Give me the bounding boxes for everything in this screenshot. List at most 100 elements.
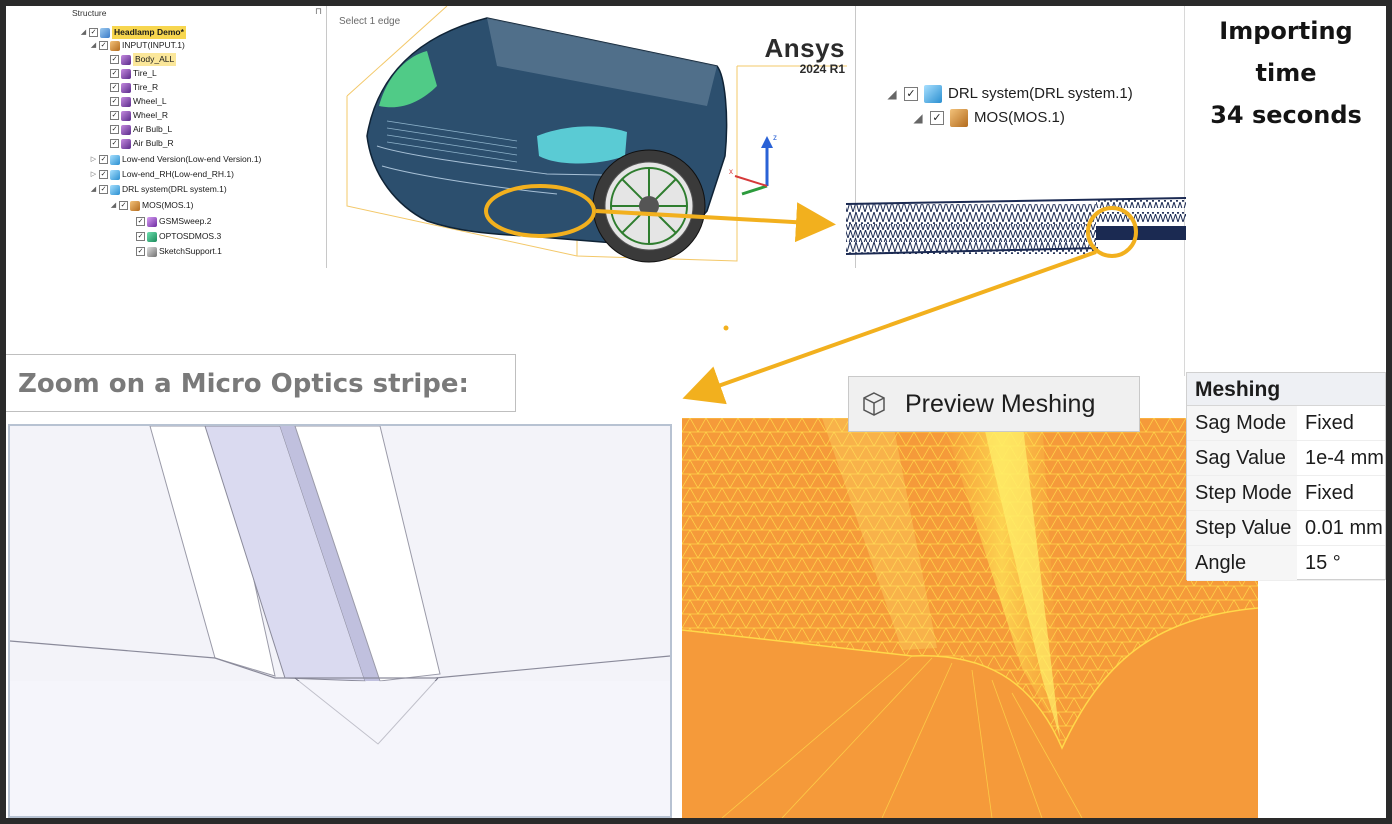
expand-icon[interactable]: ◢ [887, 87, 897, 101]
tree-item-label: Body_ALL [133, 53, 177, 66]
system-icon [110, 184, 120, 195]
system-icon [110, 154, 120, 165]
tree-item-label: MOS(MOS.1) [974, 109, 1065, 126]
mesh-preview-view[interactable] [682, 418, 1258, 818]
tree-item-label: INPUT(INPUT.1) [122, 40, 185, 50]
checkbox[interactable]: ✓ [99, 41, 108, 50]
tree-item-air-bulb-l[interactable]: ✓ Air Bulb_L [110, 123, 172, 136]
property-row-sag-value[interactable]: Sag Value 1e-4 mm [1187, 441, 1385, 476]
expand-icon[interactable]: ◢ [80, 29, 87, 36]
checkbox[interactable]: ✓ [110, 83, 119, 92]
preview-meshing-button[interactable]: Preview Meshing [848, 376, 1140, 432]
checkbox[interactable]: ✓ [136, 217, 145, 226]
checkbox[interactable]: ✓ [110, 139, 119, 148]
checkbox[interactable]: ✓ [119, 201, 128, 210]
tree-item-label: MOS(MOS.1) [142, 200, 194, 210]
axis-z-label: z [773, 133, 777, 142]
property-value[interactable]: 1e-4 mm [1305, 447, 1384, 469]
checkbox[interactable]: ✓ [110, 97, 119, 106]
property-value[interactable]: Fixed [1305, 412, 1354, 434]
expand-icon[interactable]: ▷ [90, 171, 97, 178]
tree-item-headlamp[interactable]: ◢ ✓ Headlamp Demo* [80, 26, 186, 39]
micro-optics-zoom-view[interactable] [8, 424, 672, 818]
expand-icon[interactable]: ◢ [90, 42, 97, 49]
checkbox[interactable]: ✓ [904, 87, 918, 101]
mesh-wireframe [682, 418, 1258, 818]
tree-item-label: Tire_R [133, 82, 159, 92]
headlamp-left [379, 51, 437, 108]
tree-item-label: Air Bulb_L [133, 124, 173, 134]
property-value[interactable]: Fixed [1305, 482, 1354, 504]
property-row-step-value[interactable]: Step Value 0.01 mm [1187, 511, 1385, 546]
expand-icon[interactable]: ▷ [90, 156, 97, 163]
checkbox[interactable]: ✓ [136, 232, 145, 241]
system-icon [110, 169, 120, 180]
tree-item-optosdmos[interactable]: ✓ OPTOSDMOS.3 [136, 230, 221, 243]
micro-optics-stripe-drawing [10, 426, 670, 816]
tree-item-label: Low-end Version(Low-end Version.1) [122, 154, 262, 164]
tree-item-tire-l[interactable]: ✓ Tire_L [110, 67, 157, 80]
tree-item-wheel-r[interactable]: ✓ Wheel_R [110, 109, 168, 122]
system-icon [924, 85, 942, 103]
property-key: Angle [1187, 546, 1297, 580]
checkbox[interactable]: ✓ [99, 185, 108, 194]
optical-icon [147, 231, 157, 242]
tree-item-gsmsweep[interactable]: ✓ GSMSweep.2 [136, 215, 211, 228]
tree-item-drl-system[interactable]: ◢ ✓ DRL system(DRL system.1) [886, 82, 1133, 106]
property-key: Sag Value [1187, 441, 1297, 475]
checkbox[interactable]: ✓ [99, 155, 108, 164]
tree-item-label: DRL system(DRL system.1) [122, 184, 227, 194]
checkbox[interactable]: ✓ [110, 111, 119, 120]
structure-tree-panel: Structure ⊓ ◢ ✓ Headlamp Demo* ◢ ✓ INPUT… [66, 6, 324, 268]
logo-name: Ansys [764, 33, 845, 63]
checkbox[interactable]: ✓ [930, 111, 944, 125]
expand-icon[interactable]: ◢ [913, 111, 923, 125]
3d-viewport[interactable]: Select 1 edge [326, 6, 856, 268]
tree-item-label: Wheel_L [133, 96, 167, 106]
pin-icon[interactable]: ⊓ [314, 6, 322, 16]
axis-triad: z x [729, 133, 777, 196]
expand-icon[interactable]: ◢ [110, 202, 117, 209]
tree-item-input[interactable]: ◢ ✓ INPUT(INPUT.1) [90, 39, 185, 52]
body-icon [121, 68, 131, 79]
tree-item-tire-r[interactable]: ✓ Tire_R [110, 81, 158, 94]
tree-item-low-end-rh[interactable]: ▷ ✓ Low-end_RH(Low-end_RH.1) [90, 168, 234, 181]
headlamp-right [537, 126, 627, 164]
checkbox[interactable]: ✓ [89, 28, 98, 37]
tree-item-drl-system[interactable]: ◢ ✓ DRL system(DRL system.1) [90, 183, 227, 196]
checkbox[interactable]: ✓ [136, 247, 145, 256]
logo-version: 2024 R1 [799, 62, 845, 76]
body-icon [121, 110, 131, 121]
tree-item-air-bulb-r[interactable]: ✓ Air Bulb_R [110, 137, 174, 150]
property-row-sag-mode[interactable]: Sag Mode Fixed [1187, 406, 1385, 441]
car-model[interactable]: z x [327, 6, 855, 268]
property-value[interactable]: 0.01 mm [1305, 517, 1383, 539]
tree-item-label: Low-end_RH(Low-end_RH.1) [122, 169, 234, 179]
tree-item-label: Tire_L [133, 68, 157, 78]
tree-item-label: OPTOSDMOS.3 [159, 231, 222, 241]
expand-icon[interactable]: ◢ [90, 186, 97, 193]
checkbox[interactable]: ✓ [110, 125, 119, 134]
sketch-icon [147, 246, 157, 257]
front-wheel [592, 149, 706, 263]
tree-item-mos[interactable]: ◢ ✓ MOS(MOS.1) [912, 106, 1065, 130]
tree-item-sketchsupport[interactable]: ✓ SketchSupport.1 [136, 245, 222, 258]
property-row-angle[interactable]: Angle 15 ° [1187, 546, 1385, 581]
product-icon [130, 200, 140, 211]
checkbox[interactable]: ✓ [110, 69, 119, 78]
property-row-step-mode[interactable]: Step Mode Fixed [1187, 476, 1385, 511]
slide-canvas: Structure ⊓ ◢ ✓ Headlamp Demo* ◢ ✓ INPUT… [6, 6, 1386, 818]
tree-item-mos[interactable]: ◢ ✓ MOS(MOS.1) [110, 199, 193, 212]
tree-item-body-all[interactable]: ✓ Body_ALL [110, 53, 177, 66]
property-key: Step Mode [1187, 476, 1297, 510]
tree-item-label: GSMSweep.2 [159, 216, 212, 226]
tree-item-label: Air Bulb_R [133, 138, 174, 148]
tree-item-label: DRL system(DRL system.1) [948, 85, 1133, 102]
property-value[interactable]: 15 ° [1305, 552, 1341, 574]
body-icon [121, 124, 131, 135]
checkbox[interactable]: ✓ [110, 55, 119, 64]
tree-item-wheel-l[interactable]: ✓ Wheel_L [110, 95, 167, 108]
tree-item-low-end-version[interactable]: ▷ ✓ Low-end Version(Low-end Version.1) [90, 153, 261, 166]
checkbox[interactable]: ✓ [99, 170, 108, 179]
mos-mesh-strip [845, 197, 1186, 255]
